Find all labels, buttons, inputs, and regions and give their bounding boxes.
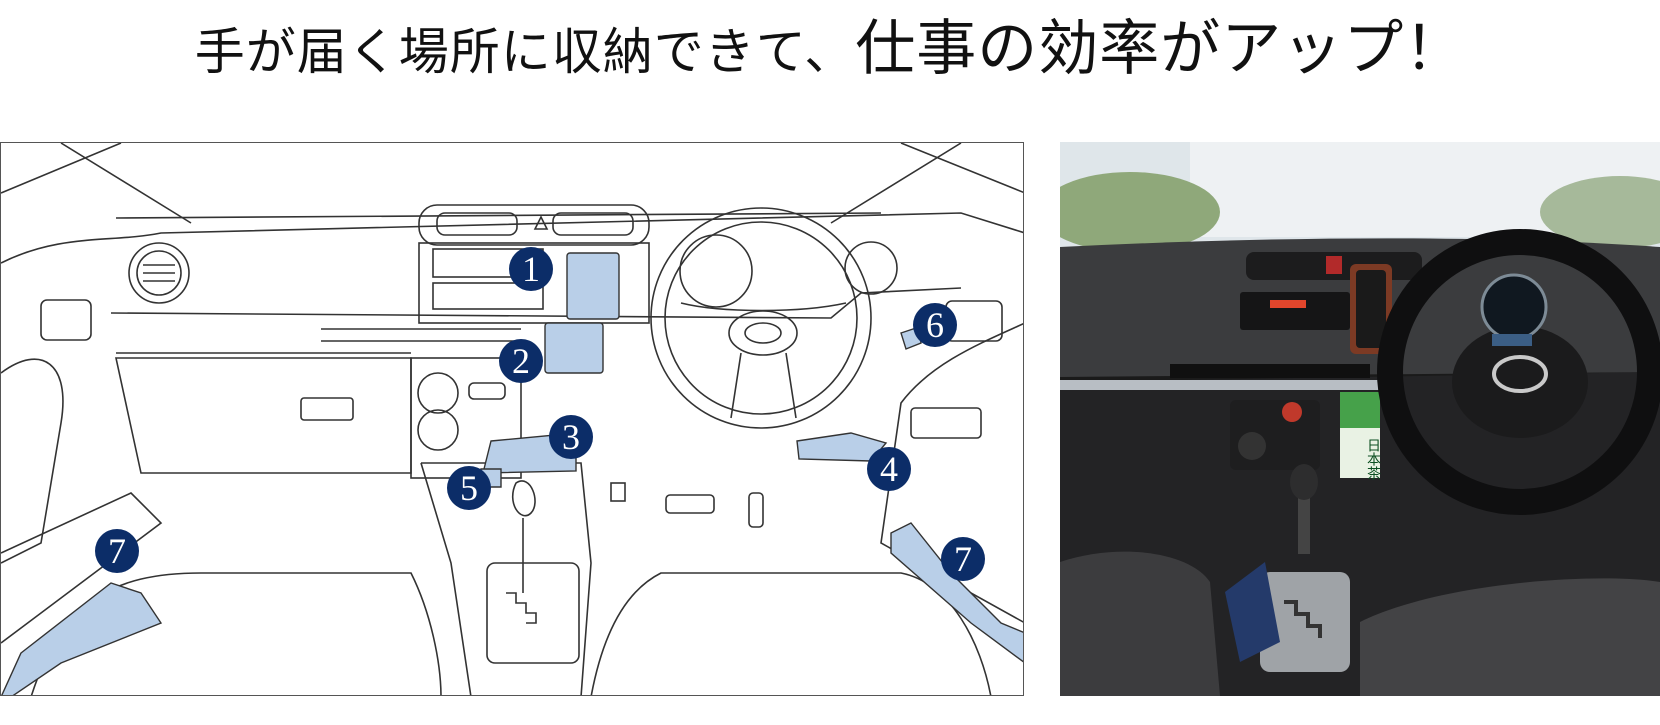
marker-4: 4 (867, 447, 911, 491)
marker-1: 1 (509, 247, 553, 291)
marker-6: 6 (913, 303, 957, 347)
interior-photo: 日本茶 (1060, 142, 1660, 696)
marker-7-left: 7 (95, 529, 139, 573)
page-title: 手が届く場所に収納できて、仕事の効率がアップ！ (0, 14, 1660, 87)
headline-part-2: 仕事の効率がアップ！ (855, 14, 1466, 84)
marker-7-right: 7 (941, 537, 985, 581)
marker-5: 5 (447, 466, 491, 510)
headline-part-1: 手が届く場所に収納できて、 (194, 23, 856, 81)
interior-photo-drawing (1060, 142, 1660, 696)
storage-diagram: 1 2 3 4 5 6 7 7 (0, 142, 1024, 696)
marker-3: 3 (549, 415, 593, 459)
marker-2: 2 (499, 339, 543, 383)
dashboard-line-drawing (1, 143, 1023, 695)
tea-carton-label: 日本茶 (1365, 438, 1381, 480)
